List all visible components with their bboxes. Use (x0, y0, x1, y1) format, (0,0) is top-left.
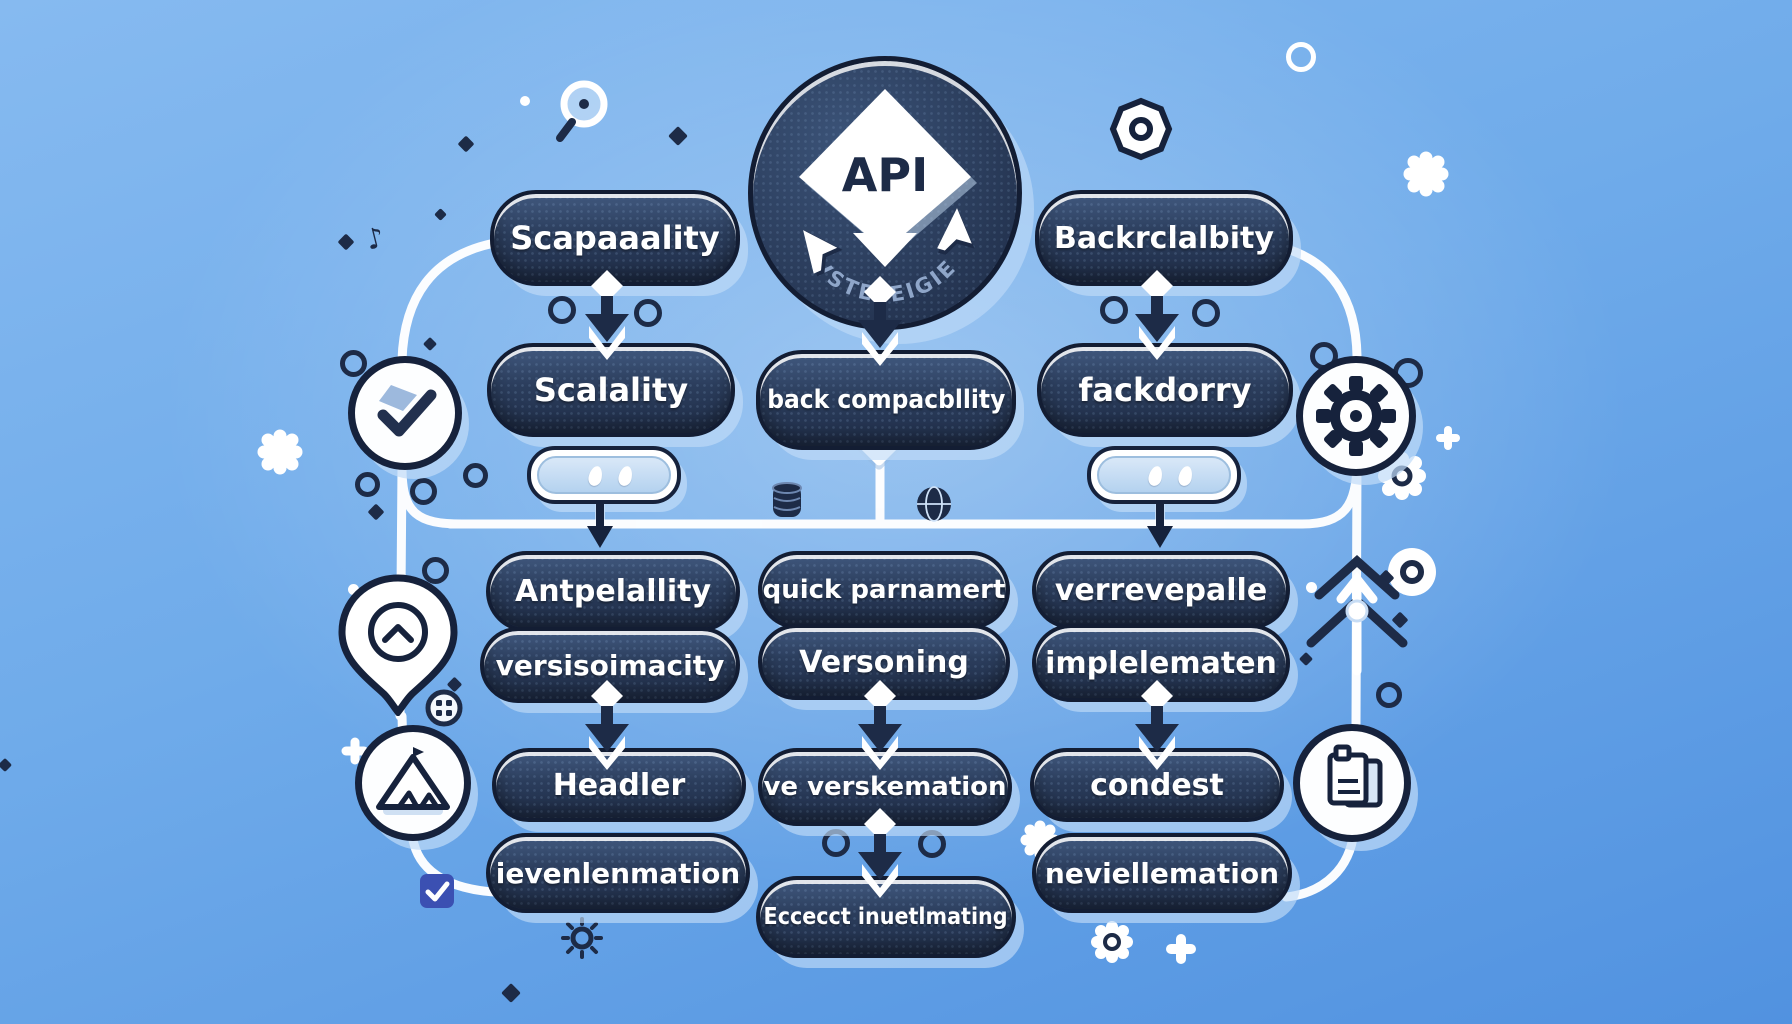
hex-nut-icon (1109, 97, 1173, 161)
database-icon (772, 482, 802, 517)
toggle-track (537, 456, 671, 494)
node-label: implelematen (1045, 645, 1277, 681)
node-neviellemation: neviellemation (1032, 833, 1292, 913)
flow-arrow-down (585, 680, 629, 770)
chevrons-up-icon (1306, 554, 1408, 676)
ring-icon (355, 472, 380, 497)
plus-icon (1436, 426, 1460, 450)
toggle-blob (1176, 464, 1195, 488)
flower-icon (1403, 151, 1449, 197)
node-eccecct-inuetlmating: Eccecct inuetlmating (756, 876, 1016, 958)
flow-arrow-down (1135, 680, 1179, 770)
check-badge-icon (348, 356, 462, 470)
ring-icon (463, 463, 488, 488)
cursor-icon (937, 208, 975, 255)
ring-icon (340, 350, 367, 377)
flow-arrow-down (585, 270, 629, 360)
node-label: versisoimacity (495, 648, 725, 682)
node-label: Backrclalbity (1054, 220, 1274, 256)
toggle-blob (616, 464, 635, 488)
button-icon (425, 689, 463, 727)
node-ievenlenmation: ievenlenmation (486, 833, 750, 913)
ring-icon (548, 296, 576, 324)
node-label: quick parnamert (762, 575, 1006, 605)
plus-icon (1166, 934, 1196, 964)
node-label: condest (1090, 767, 1224, 803)
arrow-down-icon (1147, 500, 1173, 548)
ring-icon (634, 299, 662, 327)
plus-icon (341, 737, 369, 765)
globe-icon (917, 486, 951, 522)
white-dot (348, 584, 359, 595)
ring-icon (1100, 296, 1128, 324)
flow-arrow-down (858, 808, 902, 898)
api-label: API (842, 148, 928, 202)
ring-icon (918, 830, 946, 858)
node-label: Eccecct inuetlmating (763, 904, 1009, 930)
gear-icon (1296, 356, 1416, 476)
gear-doodle-icon (561, 917, 603, 959)
cursor-icon (803, 230, 843, 277)
ring-icon (422, 557, 449, 584)
ring-icon (1376, 682, 1402, 708)
node-label: fackdorry (1078, 371, 1252, 409)
node-label: Scalality (533, 371, 689, 409)
checkbox-icon (420, 874, 454, 908)
node-antpelallity: Antpelallity (486, 551, 740, 632)
mountain-icon (355, 725, 471, 841)
node-headler: Headler (492, 748, 746, 822)
node-label: Versoning (799, 644, 969, 680)
toggle-icon (527, 446, 681, 504)
node-label: ve verskemation (763, 772, 1007, 802)
arrow-down-icon (587, 500, 613, 548)
white-dot (1306, 582, 1317, 593)
node-label: back compacbllity (766, 385, 1006, 415)
toggle-track (1097, 456, 1231, 494)
flower-icon (257, 429, 303, 475)
search-icon (556, 80, 608, 142)
flow-arrow-down (858, 680, 902, 770)
toggle-icon (1087, 446, 1241, 504)
toggle-blob (586, 464, 605, 488)
node-verrevepalle: verrevepalle (1032, 551, 1290, 629)
node-label: ievenlenmation (495, 856, 741, 890)
flower-icon (1091, 921, 1133, 963)
node-fackdorry: fackdorry (1037, 343, 1293, 437)
ring-icon (410, 478, 437, 505)
ring-icon (1286, 42, 1316, 72)
node-label: Scapaaality (510, 219, 720, 257)
toggle-blob (1146, 464, 1165, 488)
ring-icon (822, 829, 850, 857)
flow-arrow-down (1135, 270, 1179, 360)
node-label: Headler (552, 767, 686, 803)
flower-icon (1388, 548, 1436, 596)
flow-arrow-down (858, 276, 902, 366)
node-label: neviellemation (1044, 856, 1280, 890)
document-copy-icon (1293, 724, 1411, 842)
node-scalality: Scalality (487, 343, 735, 437)
node-backrclalbity: Backrclalbity (1035, 190, 1293, 286)
node-quick-parnamert: quick parnamert (758, 551, 1010, 629)
ring-icon (1192, 299, 1220, 327)
location-pin-icon (338, 574, 458, 716)
flower-icon (1378, 452, 1426, 500)
node-label: verrevepalle (1054, 572, 1268, 608)
node-versoning: Versoning (758, 624, 1010, 700)
white-dot (520, 96, 530, 106)
node-label: Antpelallity (514, 574, 711, 609)
